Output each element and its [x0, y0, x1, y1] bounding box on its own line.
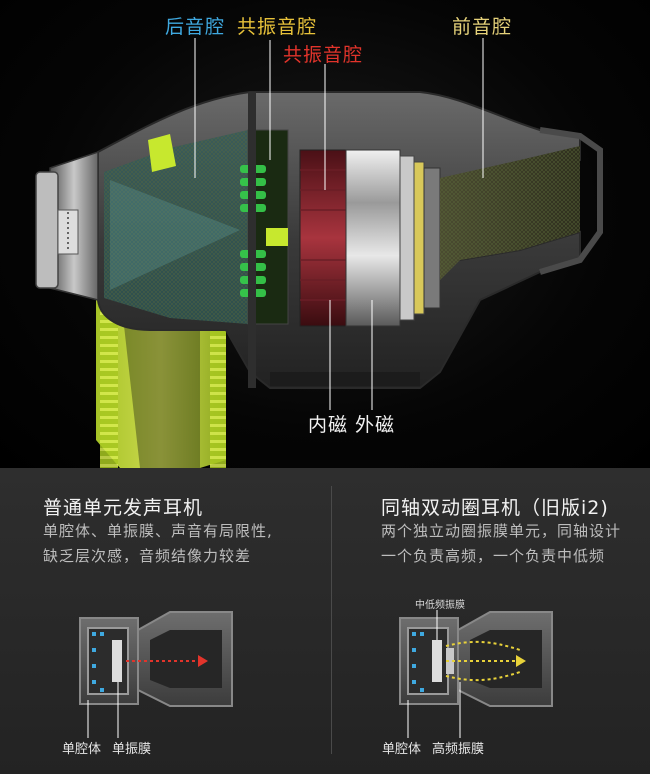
label-magnets: 内磁 外磁 — [308, 414, 396, 436]
label-back-chamber: 后音腔 — [165, 16, 226, 38]
label-resonance-chamber-top: 共振音腔 — [237, 16, 318, 38]
right-panel-desc-1: 两个独立动圈振膜单元，同轴设计 — [381, 522, 622, 540]
earphone-cutaway-illustration: 后音腔 共振音腔 共振音腔 前音腔 内磁 外磁 — [0, 0, 650, 468]
panel-divider — [331, 486, 332, 754]
left-panel-desc-2: 缺乏层次感，音频结像力较差 — [43, 547, 252, 565]
right-label-mid-low-diaphragm: 中低频振膜 — [415, 600, 465, 611]
right-label-single-cavity: 单腔体 — [382, 742, 422, 757]
label-resonance-chamber-red: 共振音腔 — [283, 44, 364, 66]
left-panel-title: 普通单元发声耳机 — [43, 497, 204, 519]
left-label-single-cavity: 单腔体 — [62, 742, 102, 757]
right-panel-desc-2: 一个负责高频，一个负责中低频 — [381, 547, 606, 565]
left-panel-desc-1: 单腔体、单振膜、声音有局限性, — [43, 522, 273, 540]
earphone-cutaway-svg — [35, 38, 603, 468]
right-panel-title: 同轴双动圈耳机（旧版i2) — [381, 497, 609, 519]
left-label-single-diaphragm: 单振膜 — [112, 742, 152, 757]
label-front-chamber: 前音腔 — [452, 16, 513, 38]
right-label-high-freq-diaphragm: 高频振膜 — [432, 742, 485, 757]
